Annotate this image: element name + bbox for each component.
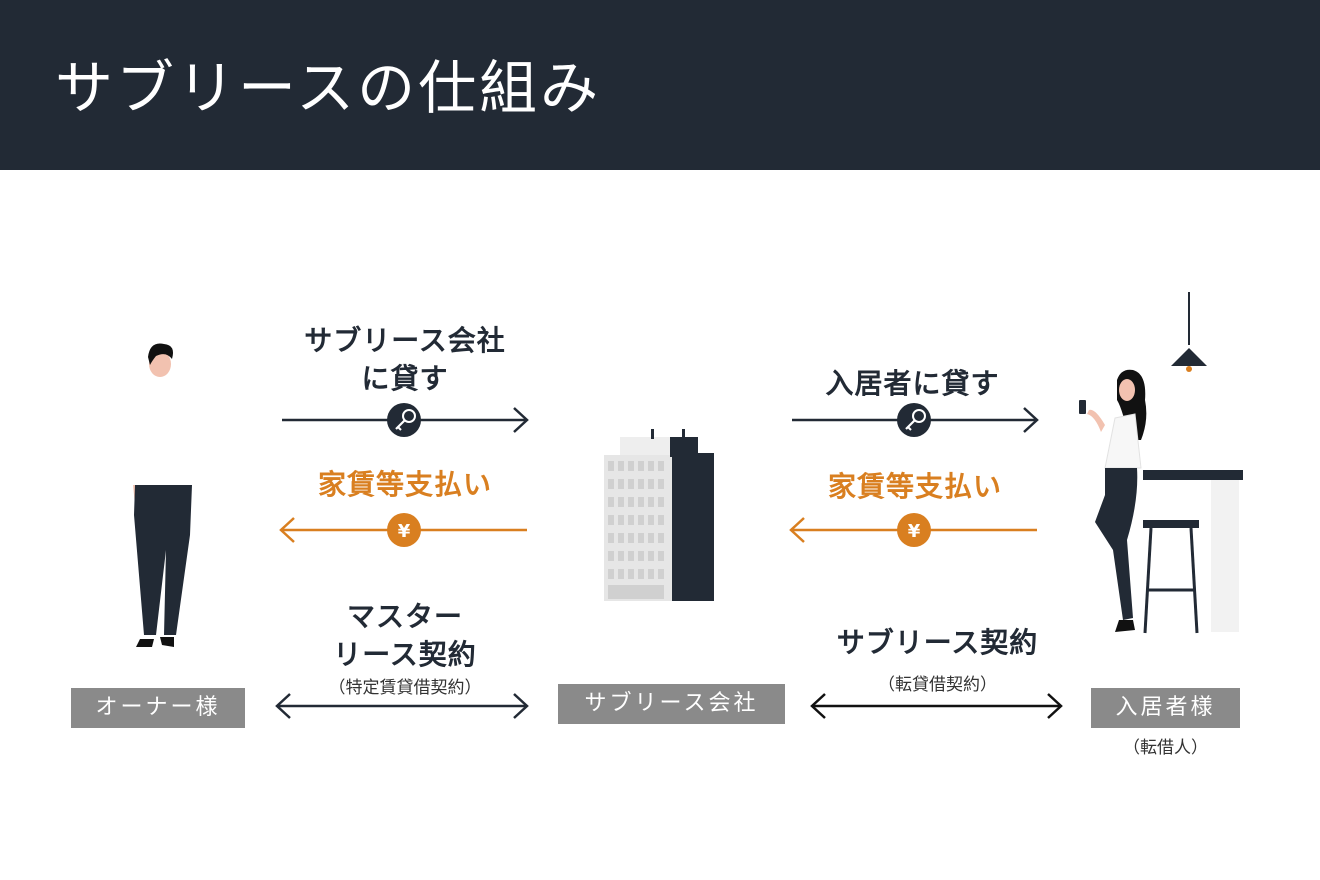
yen-icon: ¥ [897, 513, 931, 547]
master-lease-label-line2: リース契約 [333, 638, 477, 671]
tenant-sub: （転借人） [1123, 738, 1208, 758]
left-lease-label: サブリース会社 に貸す [285, 322, 525, 398]
sublease-contract-label: サブリース契約 [836, 626, 1039, 659]
building-icon [604, 429, 714, 601]
key-icon [897, 403, 931, 437]
right-payment-label: 家賃等支払い [827, 470, 1002, 503]
left-payment-label: 家賃等支払い [317, 468, 492, 501]
master-lease-double-arrow [275, 693, 529, 719]
left-lease-label-line1: サブリース会社 [304, 324, 506, 357]
master-lease-label: マスター リース契約 [285, 598, 525, 674]
tenant-figure-icon [1079, 292, 1243, 634]
svg-text:¥: ¥ [908, 521, 921, 542]
master-lease-label-line1: マスター [346, 600, 463, 633]
right-lease-label: 入居者に貸す [825, 367, 1000, 400]
tenant-tag: 入居者様 [1091, 688, 1240, 728]
sublease-double-arrow [810, 693, 1063, 719]
page-title: サブリースの仕組み [55, 54, 602, 122]
master-lease-sub: （特定賃貸借契約） [328, 678, 482, 698]
svg-text:¥: ¥ [398, 521, 411, 542]
owner-tag: オーナー様 [71, 688, 245, 728]
owner-figure-icon [133, 343, 192, 647]
left-lease-label-line2: に貸す [361, 362, 449, 395]
header-bar: サブリースの仕組み [0, 0, 1320, 170]
key-icon [387, 403, 421, 437]
yen-icon: ¥ [387, 513, 421, 547]
company-tag: サブリース会社 [558, 684, 785, 724]
sublease-contract-sub: （転貸借契約） [878, 675, 997, 695]
